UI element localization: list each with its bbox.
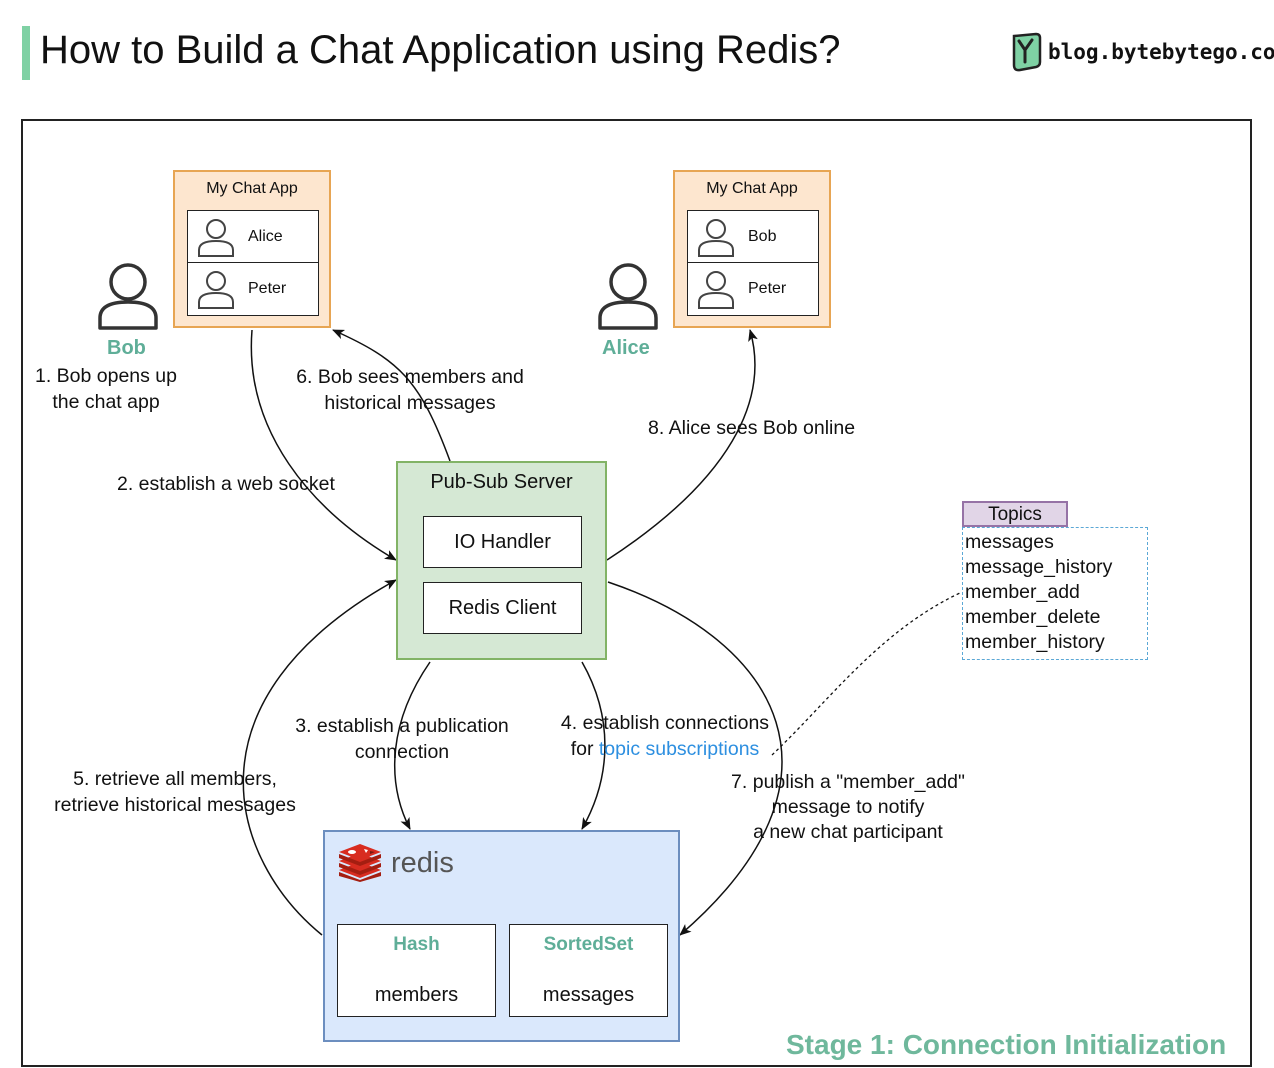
pubsub-server[interactable]: Pub-Sub Server IO Handler Redis Client (396, 461, 607, 660)
brand[interactable]: blog.bytebytego.com (1010, 32, 1274, 72)
step-7-line-3: a new chat participant (753, 821, 943, 843)
arrow-alice-sees-bob (606, 329, 758, 561)
step-5-line-1: 5. retrieve all members, (73, 768, 277, 790)
arrow-subscriptions (581, 661, 606, 830)
step-3-label: 3. establish a publication connection (272, 713, 532, 765)
member-row[interactable]: Alice (188, 211, 318, 263)
io-handler-box[interactable]: IO Handler (423, 516, 582, 568)
step-4-line-1: 4. establish connections (560, 712, 770, 734)
chat-app-title: My Chat App (706, 180, 798, 197)
step-6-line-2: historical messages (324, 392, 496, 414)
redis-logo: redis (337, 844, 454, 882)
member-name: Alice (248, 228, 283, 245)
stage-caption: Stage 1: Connection Initialization (786, 1029, 1227, 1060)
topic-subscriptions-link[interactable]: topic subscriptions (598, 738, 760, 760)
bob-chat-app[interactable]: My Chat App Alice Peter (173, 170, 331, 328)
pubsub-title: Pub-Sub Server (430, 471, 573, 493)
step-3-line-2: connection (354, 741, 450, 763)
bob-user-icon (98, 263, 158, 330)
member-name: Bob (748, 228, 777, 245)
step-6-label: 6. Bob sees members and historical messa… (270, 364, 550, 416)
step-4-prefix: for (570, 738, 599, 760)
sortedset-box[interactable]: SortedSet messages (509, 924, 668, 1017)
topic-item: member_add (965, 581, 1080, 603)
brand-url: blog.bytebytego.com (1048, 40, 1274, 64)
topics-dotted-link (771, 591, 963, 756)
redis-name: redis (391, 846, 454, 879)
hash-label: members (374, 984, 459, 1006)
bob-name: Bob (107, 337, 146, 359)
step-8-label: 8. Alice sees Bob online (648, 417, 856, 439)
step-5-label: 5. retrieve all members, retrieve histor… (30, 766, 320, 818)
step-1-label: 1. Bob opens up the chat app (16, 363, 196, 415)
step-4-line-2: for topic subscriptions (540, 736, 790, 762)
hash-type: Hash (393, 934, 440, 955)
alice-name: Alice (602, 337, 650, 359)
redis-box[interactable]: redis Hash members SortedSet messages (323, 830, 680, 1042)
member-name: Peter (748, 280, 787, 297)
arrow-bob-sees-members (332, 329, 451, 462)
arrow-publication (394, 661, 431, 830)
topics-list: messages message_history member_add memb… (962, 527, 1148, 660)
step-6-line-1: 6. Bob sees members and (296, 366, 524, 388)
redis-logo-icon (339, 844, 381, 882)
step-7-line-1: 7. publish a "member_add" (731, 771, 965, 793)
hash-box[interactable]: Hash members (337, 924, 496, 1017)
topic-item: member_history (965, 631, 1105, 653)
step-7-line-2: message to notify (771, 796, 925, 818)
step-1-line-2: the chat app (52, 391, 160, 413)
topic-item: messages (965, 531, 1054, 553)
alice-user-icon (598, 263, 658, 330)
topics-title: Topics (962, 501, 1068, 527)
member-row[interactable]: Peter (188, 263, 318, 315)
step-5-line-2: retrieve historical messages (54, 794, 296, 816)
topic-item: message_history (965, 556, 1113, 578)
step-2-label: 2. establish a web socket (117, 473, 335, 495)
user-icon (198, 271, 234, 309)
diagram-frame (21, 119, 1252, 1067)
arrow-websocket (250, 329, 397, 561)
member-list: Alice Peter (187, 210, 319, 316)
step-4-label: 4. establish connections for topic subsc… (540, 710, 790, 762)
page-title: How to Build a Chat Application using Re… (40, 28, 841, 72)
topic-item: member_delete (965, 606, 1101, 628)
step-1-line-1: 1. Bob opens up (34, 365, 178, 387)
member-row[interactable]: Peter (688, 263, 818, 315)
user-icon (198, 219, 234, 257)
arrow-publish-member-add (607, 581, 783, 936)
step-3-line-1: 3. establish a publication (295, 715, 509, 737)
title-accent-bar (22, 26, 30, 80)
chat-app-title: My Chat App (206, 180, 298, 197)
sortedset-type: SortedSet (543, 934, 634, 955)
redis-client-box[interactable]: Redis Client (423, 582, 582, 634)
arrow-retrieve-members (242, 579, 397, 936)
bytebytego-logo-icon (1012, 32, 1042, 72)
alice-chat-app[interactable]: My Chat App Bob Peter (673, 170, 831, 328)
member-list: Bob Peter (687, 210, 819, 316)
user-icon (698, 219, 734, 257)
sortedset-label: messages (542, 984, 635, 1006)
user-icon (698, 271, 734, 309)
step-7-label: 7. publish a "member_add" message to not… (700, 770, 996, 845)
member-name: Peter (248, 280, 287, 297)
member-row[interactable]: Bob (688, 211, 818, 263)
